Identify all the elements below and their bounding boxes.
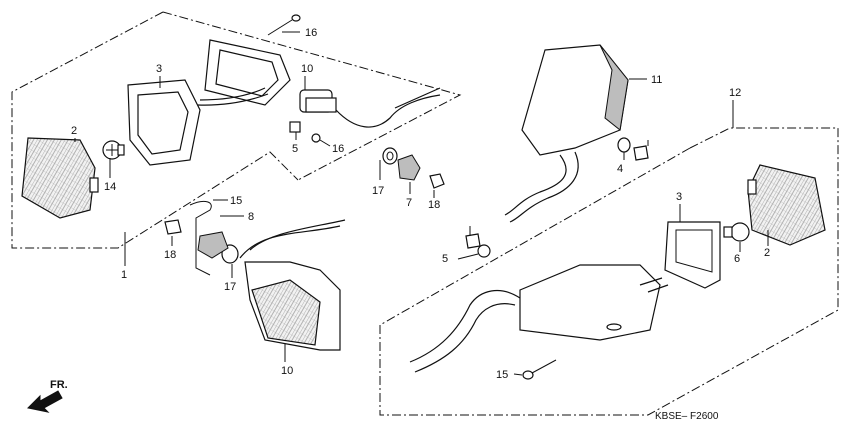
callout-5-upper: 7 [406, 197, 412, 209]
gasket-5-upper [397, 154, 421, 181]
front-direction-arrow: FR. [26, 379, 68, 413]
callout-14: 16 [332, 143, 344, 155]
callout-16-upper: 18 [428, 199, 440, 211]
callout-6: 10 [301, 63, 313, 75]
callout-3-left: 3 [156, 63, 162, 75]
callout-10-left: 14 [104, 181, 116, 193]
washer-18-upper [617, 137, 631, 153]
relay-6 [299, 87, 441, 128]
bulb-left [102, 140, 125, 160]
callout-15-lower: 17 [224, 281, 236, 293]
turn-signal-body-right [409, 264, 669, 373]
screw-14 [311, 133, 321, 143]
callout-15-upper: 17 [372, 185, 384, 197]
drawing-code: KBSE– F2600 [655, 411, 719, 422]
callout-5-lower: 8 [248, 211, 254, 223]
callout-9: 12 [729, 87, 741, 99]
callout-10-right: 6 [734, 253, 740, 265]
lens-housing-right [664, 221, 721, 289]
callout-13: 16 [305, 27, 317, 39]
signal-mount-bracket [197, 39, 291, 106]
callout-7: 10 [281, 365, 293, 377]
clip-4 [289, 121, 301, 133]
washer-18-lower [477, 244, 491, 258]
callout-2-right: 2 [764, 247, 770, 259]
callout-12: 15 [496, 369, 508, 381]
callout-16-lower: 18 [164, 249, 176, 261]
callout-1: 1 [121, 269, 127, 281]
nut-17-upper [633, 145, 649, 161]
gasket-5-lower [197, 231, 229, 259]
callout-18-upper: 4 [617, 163, 623, 175]
bulb-right [723, 222, 750, 242]
nut-16-lower [164, 219, 182, 235]
turn-signal-lens-right [747, 164, 826, 246]
screw-12 [522, 359, 557, 380]
callout-3-right: 3 [676, 191, 682, 203]
callout-2-left: 2 [71, 125, 77, 137]
group-boundary-left [11, 11, 462, 249]
group-boundary-right [379, 127, 839, 416]
callout-18-lower: 5 [442, 253, 448, 265]
leader-lines [74, 31, 769, 376]
front-direction-label: FR. [50, 379, 68, 391]
screw-13 [267, 14, 301, 36]
nut-16-upper [429, 173, 445, 189]
bracket-11 [189, 200, 212, 276]
nut-17-lower [465, 233, 481, 249]
lens-housing-left [127, 79, 201, 166]
turn-signal-housing-8 [504, 44, 629, 223]
callout-11: 15 [230, 195, 242, 207]
turn-signal-lens-left [21, 137, 99, 219]
callout-labels: 16 3 10 2 14 5 16 17 7 18 15 8 18 17 1 1… [71, 27, 770, 381]
washer-15-upper [382, 147, 398, 165]
turn-signal-assembly-7 [239, 219, 346, 351]
callout-8: 11 [651, 74, 662, 86]
callout-4: 5 [292, 143, 298, 155]
